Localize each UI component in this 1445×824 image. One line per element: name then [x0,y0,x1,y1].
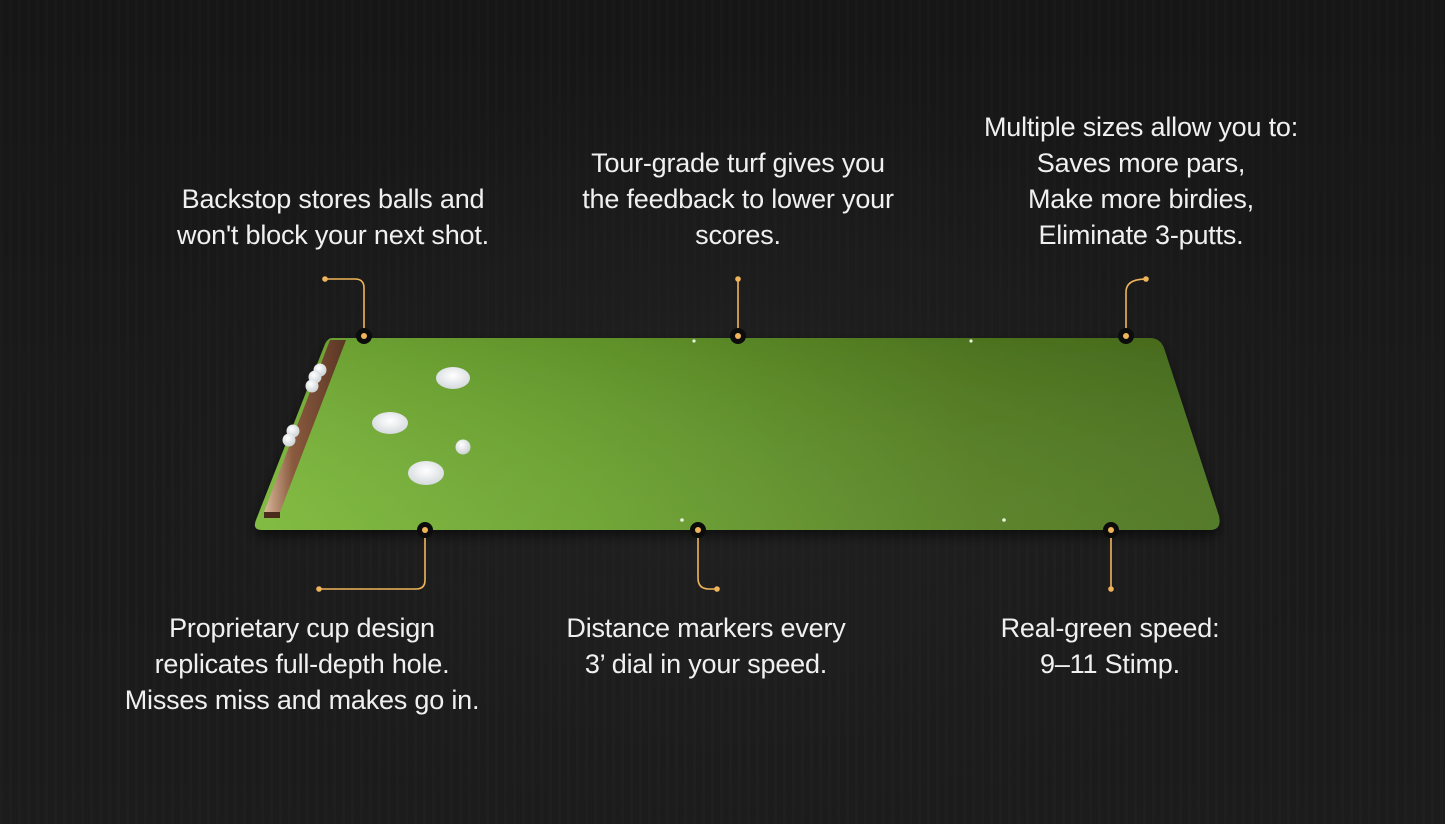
callout-cup: Proprietary cup design replicates full-d… [125,610,480,718]
callout-speed: Real-green speed: 9–11 Stimp. [1001,610,1220,682]
callout-markers-line: 3’ dial in your speed. [584,649,828,679]
callout-speed-line: 9–11 Stimp. [1040,649,1180,679]
callout-backstop-line: Backstop stores balls and [181,184,485,214]
distance-marker-dots [680,339,1006,522]
callout-sizes-line: Multiple sizes allow you to: [983,112,1299,142]
callout-dots [316,276,1149,592]
putting-mat [254,338,1220,530]
cups [372,367,470,485]
callout-lines [319,278,1147,590]
callout-turf-line: Tour-grade turf gives you [591,148,885,178]
callout-turf: Tour-grade turf gives you the feedback t… [582,145,894,253]
callout-sizes: Multiple sizes allow you to: Saves more … [984,109,1298,253]
callout-cup-line: replicates full-depth hole. [154,649,450,679]
callout-backstop-line: won't block your next shot. [177,220,489,250]
callout-sizes-line: Make more birdies, [1028,184,1254,214]
backstop [264,340,346,518]
backstop-balls [282,363,327,447]
callout-sizes-line: Eliminate 3-putts. [1038,220,1244,250]
golf-ball [455,439,471,455]
callout-backstop: Backstop stores balls and won't block yo… [177,181,489,253]
callout-cup-line: Proprietary cup design [169,613,435,643]
callout-markers: Distance markers every 3’ dial in your s… [566,610,845,682]
callout-sizes-line: Saves more pars, [1036,148,1246,178]
callout-speed-line: Real-green speed: [1000,613,1220,643]
callout-turf-line: scores. [695,220,781,250]
callout-markers-line: Distance markers every [566,613,846,643]
callout-turf-line: the feedback to lower your [582,184,894,214]
callout-cup-line: Misses miss and makes go in. [124,685,480,715]
